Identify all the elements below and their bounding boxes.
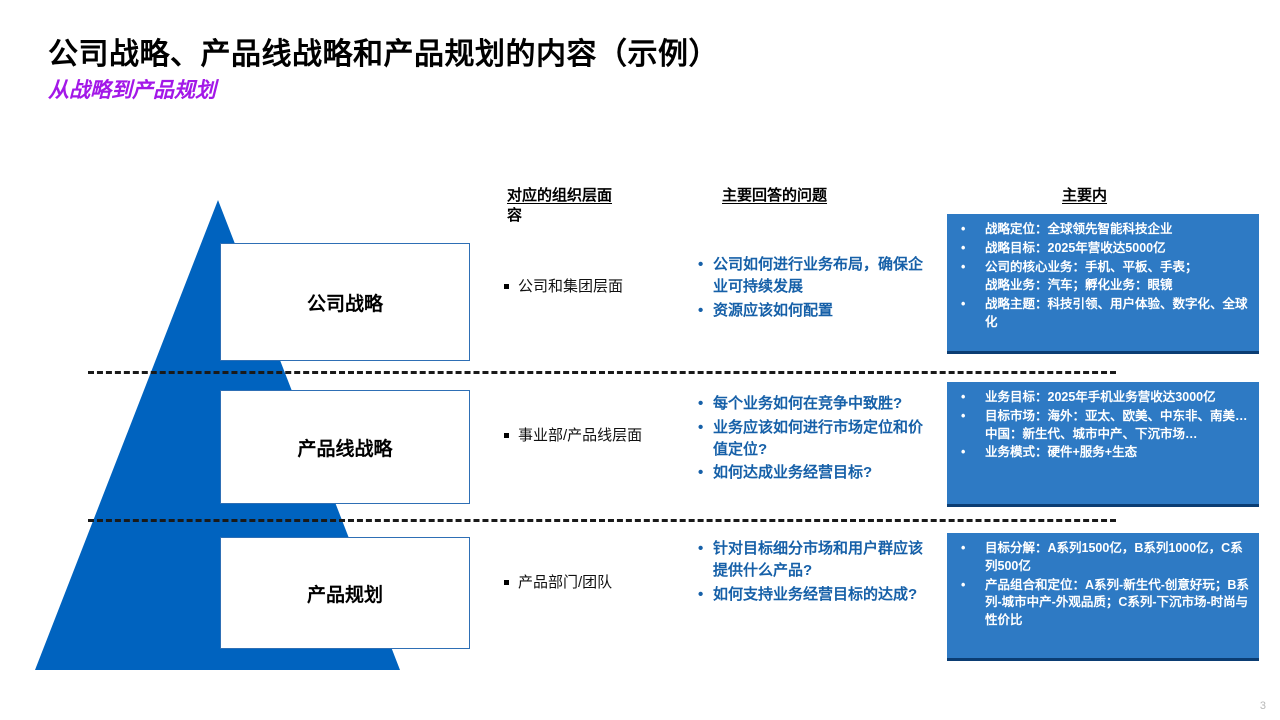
column-header-org-level: 对应的组织层面 容	[507, 186, 667, 227]
question-item: 针对目标细分市场和用户群应该提供什么产品?	[713, 538, 925, 582]
content-bullet: 目标分解：A系列1500亿，B系列1000亿，C系列500亿	[955, 540, 1249, 576]
pyramid-level-label: 产品线战略	[297, 438, 393, 460]
question-item: 如何支持业务经营目标的达成?	[713, 584, 925, 606]
divider-line-2	[88, 519, 1116, 522]
question-item: 如何达成业务经营目标?	[713, 462, 925, 484]
content-bullet: 产品组合和定位：A系列-新生代-创意好玩；B系列-城市中产-外观品质；C系列-下…	[955, 577, 1249, 630]
content-bullet: 业务模式：硬件+服务+生态	[955, 444, 1249, 462]
question-item: 资源应该如何配置	[713, 300, 925, 322]
content-bullet: 战略目标：2025年营收达5000亿	[955, 240, 1249, 258]
divider-line-1	[88, 371, 1116, 374]
content-bullet: 战略主题：科技引领、用户体验、数字化、全球化	[955, 296, 1249, 332]
question-item: 公司如何进行业务布局，确保企业可持续发展	[713, 254, 925, 298]
pyramid-level-box-product-planning[interactable]: 产品规划	[220, 537, 470, 649]
pyramid-level-label: 公司战略	[306, 293, 383, 315]
square-bullet-icon	[504, 284, 509, 289]
page-subtitle: 从战略到产品规划	[48, 78, 216, 102]
content-bullet: 目标市场：海外：亚太、欧美、中东非、南美…中国：新生代、城市中产、下沉市场…	[955, 408, 1249, 444]
column-header-org-level-line2: 容	[507, 207, 523, 225]
content-box-company-strategy: 战略定位：全球领先智能科技企业 战略目标：2025年营收达5000亿 公司的核心…	[947, 214, 1259, 354]
question-item: 业务应该如何进行市场定位和价值定位?	[713, 417, 925, 461]
content-bullet: 业务目标：2025年手机业务营收达3000亿	[955, 389, 1249, 407]
org-level-item-3: 产品部门/团队	[504, 572, 612, 593]
pyramid-level-label: 产品规划	[306, 584, 383, 606]
questions-group-1: 公司如何进行业务布局，确保企业可持续发展 资源应该如何配置	[697, 254, 925, 323]
column-header-questions: 主要回答的问题	[722, 187, 828, 204]
org-level-item-2: 事业部/产品线层面	[504, 425, 642, 446]
column-header-main-content: 主要内	[1062, 187, 1108, 204]
org-level-label: 事业部/产品线层面	[518, 427, 643, 444]
content-bullet: 战略定位：全球领先智能科技企业	[955, 221, 1249, 239]
question-item: 每个业务如何在竞争中致胜?	[713, 393, 925, 415]
org-level-label: 公司和集团层面	[518, 278, 624, 295]
content-box-product-line-strategy: 业务目标：2025年手机业务营收达3000亿 目标市场：海外：亚太、欧美、中东非…	[947, 382, 1259, 507]
questions-group-2: 每个业务如何在竞争中致胜? 业务应该如何进行市场定位和价值定位? 如何达成业务经…	[697, 393, 925, 486]
title-block: 公司战略、产品线战略和产品规划的内容（示例） 从战略到产品规划	[48, 38, 1228, 103]
column-header-org-level-line1: 对应的组织层面	[507, 187, 613, 204]
content-box-product-planning: 目标分解：A系列1500亿，B系列1000亿，C系列500亿 产品组合和定位：A…	[947, 533, 1259, 661]
questions-group-3: 针对目标细分市场和用户群应该提供什么产品? 如何支持业务经营目标的达成?	[697, 538, 925, 607]
pyramid-level-box-product-line-strategy[interactable]: 产品线战略	[220, 390, 470, 504]
square-bullet-icon	[504, 433, 509, 438]
org-level-label: 产品部门/团队	[518, 574, 613, 591]
content-subline: 战略业务：汽车；孵化业务：眼镜	[985, 278, 1173, 293]
org-level-item-1: 公司和集团层面	[504, 276, 623, 297]
content-bullet: 公司的核心业务：手机、平板、手表；	[955, 259, 1249, 277]
pyramid-level-box-company-strategy[interactable]: 公司战略	[220, 243, 470, 361]
page-title: 公司战略、产品线战略和产品规划的内容（示例）	[48, 38, 719, 71]
page-number: 3	[1259, 700, 1266, 712]
square-bullet-icon	[504, 580, 509, 585]
